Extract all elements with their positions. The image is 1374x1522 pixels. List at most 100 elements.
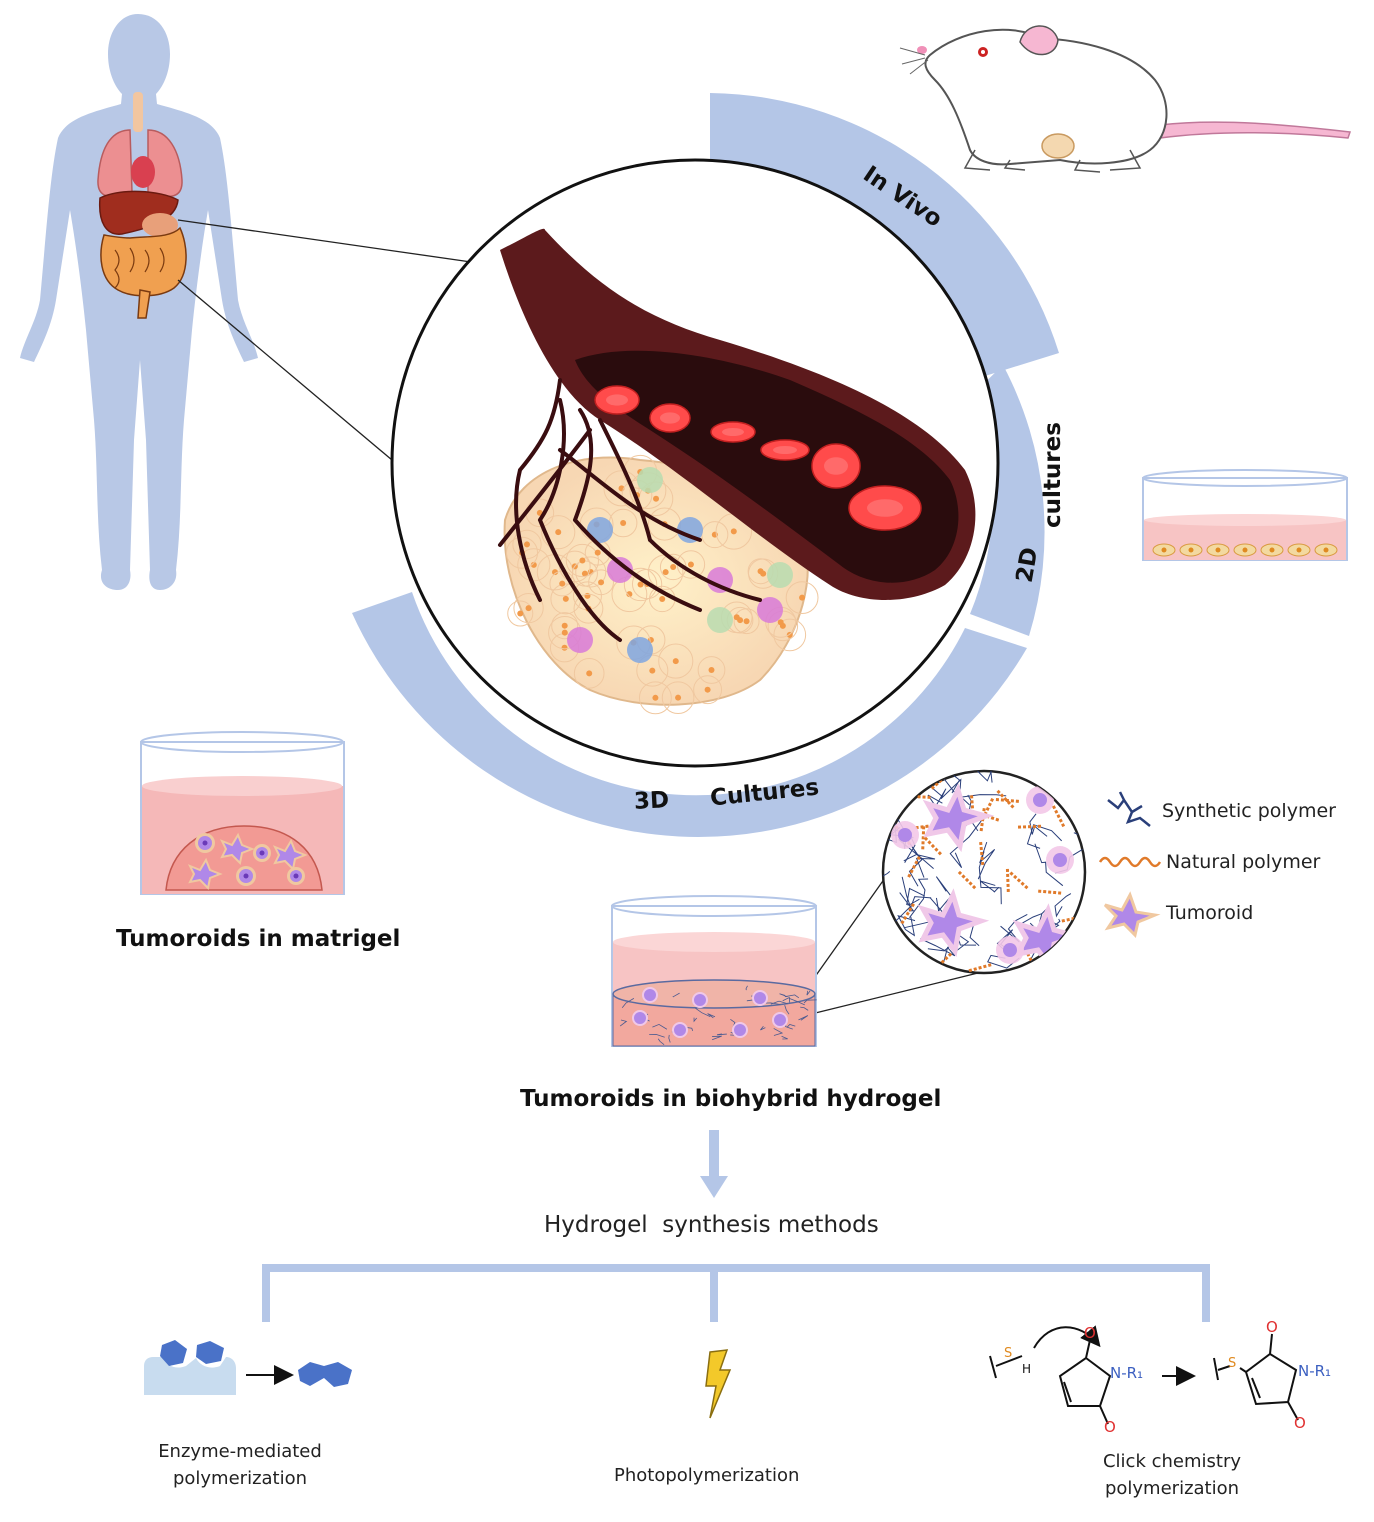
spheroid-center [202,840,208,846]
caption-matrigel: Tumoroids in matrigel [116,926,401,952]
gel-strand [668,1034,671,1043]
tumor-cell [661,681,695,714]
gel-strand [784,1005,790,1015]
intestines [100,226,187,297]
gel-strand [652,1023,668,1030]
immune-cell [707,567,733,593]
cell-nucleus [620,519,627,526]
natural-strand [1038,889,1063,895]
tumor-cell [506,536,539,569]
synthetic-strand [1054,893,1072,918]
tumor-cell [507,600,534,627]
dish-2d-medium-top [1144,514,1346,526]
biohybrid-gel-texture [619,985,817,1046]
gel-strand [806,990,811,996]
branched-tumoroid [219,832,255,866]
cell-nucleus [733,614,740,621]
monolayer-nucleus [1161,547,1167,553]
spheroid-center [243,873,249,879]
synthetic-strand [920,938,956,962]
gel-tumoroid [642,987,658,1003]
mouse-feet [963,149,1142,173]
atom-s-reactant: S [1004,1346,1013,1361]
cell-nucleus [799,594,806,601]
natural-strand [888,937,904,960]
tumor-cell [512,529,542,560]
zoom-spheroid-core [1053,853,1067,867]
cell-nucleus [626,591,633,598]
gel-tumoroid [752,990,768,1006]
cell-nucleus [552,569,559,576]
natural-strand [1009,871,1030,890]
immune-cell [707,607,733,633]
synthetic-strand [1029,813,1048,837]
monolayer-cells [1152,543,1338,557]
gel-strand [711,1035,722,1041]
methods-bracket [262,1264,1210,1322]
cell-nucleus [561,644,568,651]
immune-cell [607,557,633,583]
tumor-cell [573,658,605,689]
synthetic-strand [960,794,1007,806]
red-blood-cell-center [867,499,903,517]
synthetic-strand [903,854,936,878]
substrate-a-icon [160,1340,187,1366]
down-arrow [700,1130,728,1198]
gel-strand [773,1028,784,1036]
immune-cell [587,517,613,543]
product-thioether-bonds [1213,1357,1231,1381]
human-body-illustration [20,14,258,590]
gel-tumoroid [632,1010,648,1026]
natural-strand [1039,771,1045,789]
gel-strand [657,1038,665,1046]
gel-strand [782,996,791,1003]
natural-strand [1051,805,1066,829]
tumor-cell [773,618,807,652]
zoom-spheroid-core [898,828,912,842]
synthetic-strand [919,771,961,794]
synthetic-strand [978,851,1002,905]
method-click-line1: Click chemistry [1102,1451,1241,1472]
red-blood-cell-center [824,457,848,475]
dish-matrigel [140,731,345,895]
cell-nucleus [670,563,677,570]
tumor-cell [697,656,726,684]
zoom-spheroid-core [1033,793,1047,807]
atom-o-bottom-product: O [1294,1414,1306,1432]
cell-nucleus [659,595,666,602]
natural-strand [967,963,992,973]
tumor-cell [551,612,579,640]
immune-cell [767,562,793,588]
atom-o-bottom-reactant: O [1104,1418,1116,1436]
mouse-whiskers [899,47,929,75]
monolayer-nucleus [1296,547,1302,553]
heart [131,156,155,188]
gel-strand [800,1006,809,1011]
mouse-illustration [899,25,1352,173]
enzyme-body [144,1357,236,1395]
synthetic-strand [977,841,996,880]
gel-strand [784,994,800,999]
stomach [142,213,178,237]
mouse-tail [1159,121,1352,139]
matrigel-medium-top [142,776,342,796]
zoom-tumoroid [917,888,990,958]
rectum [137,289,151,319]
red-blood-cell-center [606,394,628,406]
cell-nucleus [561,622,568,629]
natural-strand [1005,868,1010,893]
tumor-cell [573,593,604,624]
red-blood-cell-center [722,428,744,436]
caption-synthesis-methods: Hydrogel synthesis methods [544,1212,879,1238]
gel-tumoroid [672,1022,688,1038]
gel-strand [695,1007,711,1017]
red-blood-cell-center [773,446,797,454]
tumor-cell [513,592,544,624]
cell-nucleus [652,694,659,701]
cell-nucleus [584,592,591,599]
gel-strand [716,1033,727,1036]
legend-natural-polymer: Natural polymer [1166,851,1321,873]
lightning-bolt-icon [705,1349,732,1419]
ring-segment-in-vivo [710,93,1059,376]
body-connector-lines [177,219,479,461]
